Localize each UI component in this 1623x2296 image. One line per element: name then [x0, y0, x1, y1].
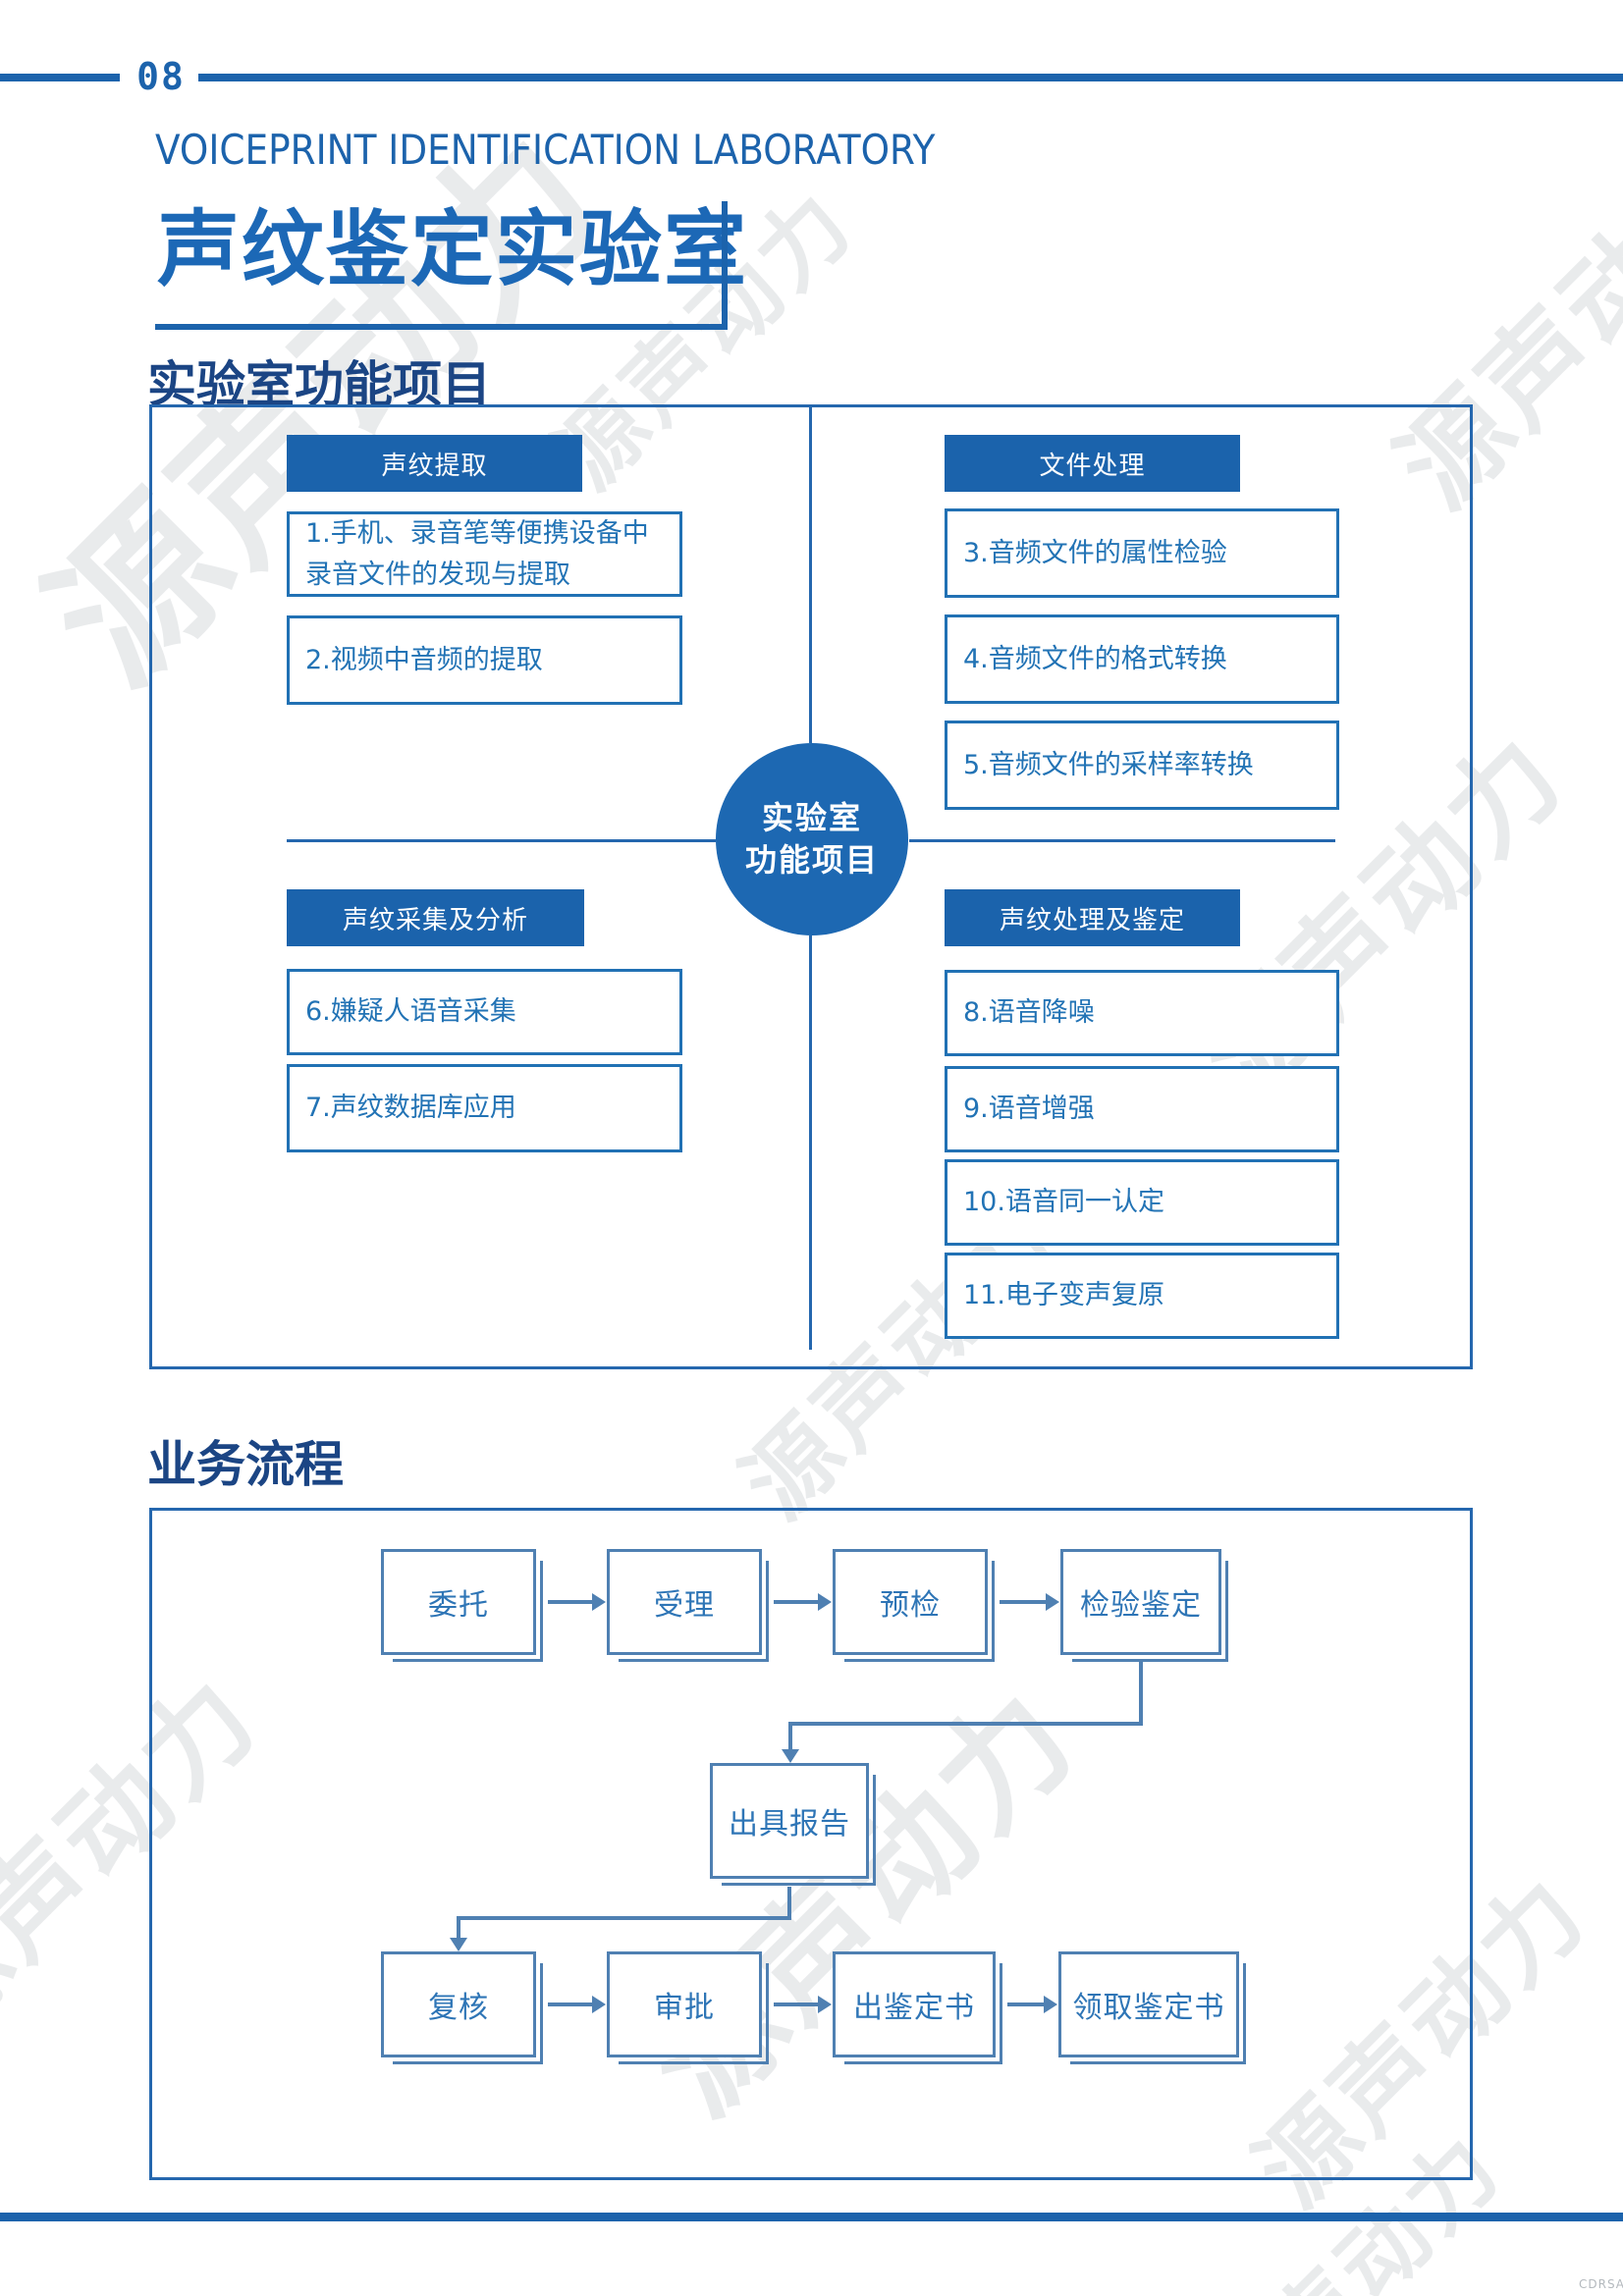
- flow-arrow-5: [774, 1996, 832, 2013]
- title-right-rule: [722, 201, 728, 330]
- page-number: 08: [136, 55, 186, 98]
- function-diagram-frame: [149, 404, 1473, 1369]
- quadrant-header-collection-analysis: 声纹采集及分析: [287, 889, 584, 946]
- function-item-9: 9.语音增强: [945, 1066, 1339, 1152]
- flow-arrowhead-down-2: [450, 1938, 467, 1951]
- quadrant-header-file-processing: 文件处理: [945, 435, 1240, 492]
- flow-connector-horizontal-2: [459, 1916, 791, 1920]
- function-item-5: 5.音频文件的采样率转换: [945, 721, 1339, 810]
- flow-arrow-2: [774, 1593, 832, 1611]
- flow-step-review: 复核: [381, 1951, 543, 2064]
- flow-connector-down-4: [457, 1916, 460, 1942]
- function-item-6: 6.嫌疑人语音采集: [287, 969, 682, 1055]
- function-item-1: 1.手机、录音笔等便携设备中录音文件的发现与提取: [287, 511, 682, 597]
- diagram-vertical-line-top: [809, 407, 812, 743]
- function-item-11: 11.电子变声复原: [945, 1253, 1339, 1339]
- flow-connector-horizontal-1: [790, 1722, 1143, 1726]
- bottom-divider: [0, 2213, 1623, 2221]
- function-item-4: 4.音频文件的格式转换: [945, 614, 1339, 704]
- diagram-vertical-line-bottom: [809, 935, 812, 1350]
- flow-connector-down-2: [788, 1722, 792, 1751]
- flow-step-examination: 检验鉴定: [1060, 1549, 1228, 1662]
- function-item-7: 7.声纹数据库应用: [287, 1064, 682, 1152]
- flow-step-precheck: 预检: [833, 1549, 995, 1662]
- flow-connector-down-1: [1139, 1661, 1143, 1726]
- footer-code: CDRSA: [1579, 2277, 1623, 2291]
- flow-step-accept: 受理: [607, 1549, 769, 1662]
- title-underline: [155, 324, 728, 330]
- function-item-3: 3.音频文件的属性检验: [945, 508, 1339, 598]
- top-divider-right: [198, 74, 1623, 81]
- diagram-horizontal-line-right: [909, 839, 1335, 842]
- quadrant-header-processing-identification: 声纹处理及鉴定: [945, 889, 1240, 946]
- section-heading-functions: 实验室功能项目: [147, 356, 491, 413]
- center-circle: 实验室 功能项目: [716, 743, 908, 935]
- top-divider-left: [0, 74, 120, 81]
- flow-connector-down-3: [787, 1887, 791, 1920]
- flow-step-entrust: 委托: [381, 1549, 543, 1662]
- function-item-8: 8.语音降噪: [945, 970, 1339, 1056]
- flow-step-issue-report: 出具报告: [710, 1763, 876, 1886]
- diagram-horizontal-line-left: [287, 839, 716, 842]
- center-circle-line1: 实验室: [761, 798, 862, 836]
- process-flow-frame: [149, 1508, 1473, 2180]
- flow-step-collect-certificate: 领取鉴定书: [1058, 1951, 1246, 2064]
- flow-step-issue-certificate: 出鉴定书: [833, 1951, 1002, 2064]
- function-item-2: 2.视频中音频的提取: [287, 615, 682, 705]
- page-title-english: VOICEPRINT IDENTIFICATION LABORATORY: [155, 126, 936, 174]
- flow-arrowhead-down-1: [782, 1749, 799, 1763]
- flow-arrow-4: [548, 1996, 606, 2013]
- function-item-10: 10.语音同一认定: [945, 1159, 1339, 1246]
- center-circle-line2: 功能项目: [744, 841, 879, 879]
- section-heading-process: 业务流程: [147, 1436, 344, 1493]
- flow-step-approval: 审批: [607, 1951, 769, 2064]
- flow-arrow-3: [1000, 1593, 1059, 1611]
- flow-arrow-1: [548, 1593, 606, 1611]
- page-title-chinese: 声纹鉴定实验室: [157, 201, 749, 297]
- flow-arrow-6: [1007, 1996, 1057, 2013]
- quadrant-header-voiceprint-extraction: 声纹提取: [287, 435, 582, 492]
